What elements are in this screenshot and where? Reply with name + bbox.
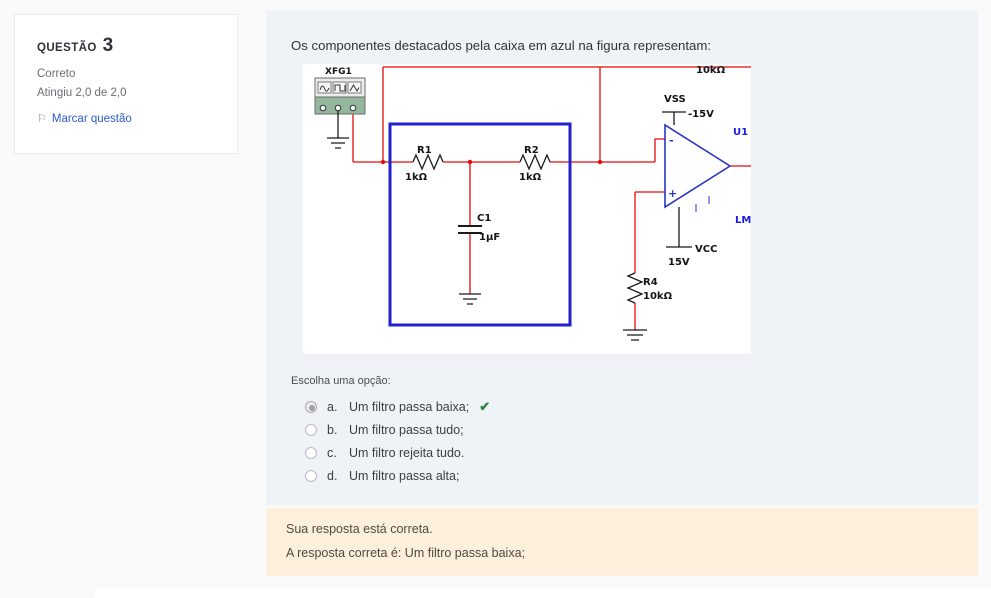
label-r4: R4 [643, 277, 658, 288]
circuit-diagram: XFG1 10kΩ R1 1kΩ R2 1kΩ C1 1µF VSS -15V … [314, 65, 751, 341]
ground-symbol [459, 293, 481, 305]
option-letter: c. [327, 445, 337, 460]
option-letter: b. [327, 422, 338, 437]
label-xfg1: XFG1 [325, 67, 352, 77]
feedback-line-2: A resposta correta é: Um filtro passa ba… [286, 546, 525, 560]
question-number: 3 [102, 35, 114, 56]
label-lm: LM [735, 215, 751, 226]
option-label[interactable]: Um filtro passa tudo; [349, 422, 464, 437]
circuit-figure: XFG1 10kΩ R1 1kΩ R2 1kΩ C1 1µF VSS -15V … [303, 64, 751, 354]
triangle-wave-icon [349, 84, 360, 92]
question-text: Os componentes destacados pela caixa em … [291, 38, 712, 53]
label-r2: R2 [524, 145, 539, 156]
radio-option-c[interactable] [305, 446, 317, 459]
label-c1-value: 1µF [479, 232, 500, 243]
answer-option-d: d. Um filtro passa alta; [305, 464, 953, 487]
resistor-r2 [519, 153, 551, 171]
designator-labels: U1 LM - + [668, 127, 751, 226]
answer-prompt: Escolha uma opção: [291, 375, 391, 387]
vss-rail [662, 111, 686, 125]
answer-option-b: b. Um filtro passa tudo; [305, 418, 953, 441]
capacitor-c1 [458, 225, 482, 234]
option-label[interactable]: Um filtro passa alta; [349, 468, 460, 483]
function-generator [314, 77, 366, 115]
ground-symbol [623, 329, 647, 341]
question-grade: Atingiu 2,0 de 2,0 [37, 87, 127, 99]
option-letter: d. [327, 468, 338, 483]
vcc-rail [666, 207, 692, 248]
label-c1: C1 [477, 213, 491, 224]
component-labels: XFG1 10kΩ R1 1kΩ R2 1kΩ C1 1µF VSS -15V … [325, 65, 726, 302]
question-label: QUESTÃO [37, 42, 97, 54]
label-vss-value: -15V [688, 109, 714, 120]
highlight-box [388, 122, 572, 327]
label-vcc-value: 15V [668, 257, 690, 268]
flag-question-link[interactable]: ⚐ Marcar questão [37, 112, 217, 125]
option-label[interactable]: Um filtro rejeita tudo. [349, 445, 465, 460]
label-r2-value: 1kΩ [519, 172, 542, 183]
feedback-line-1: Sua resposta está correta. [286, 522, 433, 536]
radio-option-a[interactable] [305, 400, 317, 413]
question-panel: Os componentes destacados pela caixa em … [266, 10, 978, 505]
opamp-minus-input: - [669, 134, 674, 147]
question-state: Correto [37, 68, 76, 80]
ground-symbol [327, 137, 349, 149]
radio-option-b[interactable] [305, 423, 317, 436]
answer-option-c: c. Um filtro rejeita tudo. [305, 441, 953, 464]
label-r1-value: 1kΩ [405, 172, 428, 183]
flag-label: Marcar questão [51, 113, 132, 125]
resistor-r1 [412, 153, 444, 171]
question-header: QUESTÃO 3 [37, 35, 217, 57]
flag-icon: ⚐ [37, 113, 47, 125]
opamp-u1 [664, 123, 732, 212]
label-u1: U1 [733, 127, 748, 138]
option-letter: a. [327, 399, 338, 414]
square-wave-icon [334, 84, 346, 92]
radio-option-d[interactable] [305, 469, 317, 482]
red-wires [352, 66, 751, 330]
label-vss: VSS [664, 94, 686, 105]
label-r1: R1 [417, 145, 432, 156]
footer-strip [95, 588, 991, 598]
correct-check-icon: ✔ [479, 398, 491, 414]
label-feedback-resistor: 10kΩ [696, 65, 726, 76]
question-info-card: QUESTÃO 3 Correto Atingiu 2,0 de 2,0 ⚐ Ma… [14, 14, 238, 154]
resistor-r4 [626, 272, 644, 304]
option-label[interactable]: Um filtro passa baixa; [349, 399, 470, 414]
wire-junctions [380, 159, 603, 165]
answer-option-a: a. Um filtro passa baixa; ✔ [305, 395, 953, 418]
label-vcc: VCC [695, 244, 717, 255]
answer-options: a. Um filtro passa baixa; ✔ b. Um filtro… [291, 395, 953, 487]
opamp-plus-input: + [668, 187, 677, 200]
component-symbols [327, 111, 692, 341]
sine-wave-icon [319, 85, 330, 92]
feedback-box: Sua resposta está correta. A resposta co… [266, 508, 978, 576]
label-r4-value: 10kΩ [643, 291, 673, 302]
